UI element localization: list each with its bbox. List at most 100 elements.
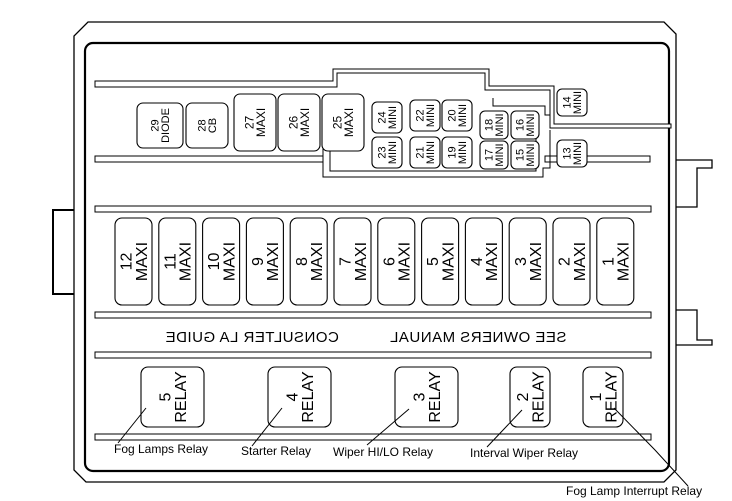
fuse-22-label: 22MINI — [415, 104, 437, 127]
fuse-19: 19MINI — [441, 136, 473, 169]
fuse-15-number: 15 — [515, 149, 527, 161]
relay-3-body — [394, 366, 459, 428]
callout-fog-lamps-relay: Fog Lamps Relay — [114, 442, 209, 456]
fuse-10-number: 10 — [206, 253, 223, 271]
relay-1-body — [582, 366, 624, 428]
fuse-2-type: MAXI — [572, 242, 589, 281]
fuse-19-type: MINI — [457, 141, 469, 164]
fuse-10-body — [202, 217, 241, 306]
fuse-14-label: 14MINI — [562, 91, 584, 114]
fuse-26-label: 26MAXI — [287, 108, 312, 137]
fuse-17: 17MINI — [479, 140, 509, 170]
fuse-23-body — [371, 136, 403, 169]
relay-3: 3RELAY — [394, 366, 459, 428]
relay-3-number: 3 — [412, 392, 429, 401]
fuse-2-body — [552, 217, 591, 306]
rail-upper-left — [94, 155, 324, 163]
fuse-10: 10MAXI — [202, 217, 241, 306]
fuse-28-body — [185, 102, 229, 149]
relay-5: 5RELAY — [140, 366, 205, 428]
fuse-15-body — [510, 140, 540, 170]
relay-5-number: 5 — [158, 392, 175, 401]
relay-2: 2RELAY — [509, 366, 551, 428]
mirrored-text-left: CONSULTER LA GUIDE — [165, 329, 339, 346]
fuse-4: 4MAXI — [464, 217, 503, 306]
relay-3-type: RELAY — [427, 371, 444, 423]
right-latch-tab-lower — [673, 309, 713, 346]
fuse-17-label: 17MINI — [484, 143, 506, 166]
fuse-16-label: 16MINI — [515, 113, 537, 136]
fuse-26: 26MAXI — [277, 93, 321, 152]
relay-4-body — [267, 366, 332, 428]
fuse-29: 29DIODE — [136, 102, 184, 149]
fuse-11-number: 11 — [162, 253, 179, 270]
fuse-14-type: MINI — [572, 91, 584, 114]
fuse-23-number: 23 — [377, 146, 389, 158]
fuse-24-type: MINI — [387, 106, 399, 129]
fuse-13: 13MINI — [556, 139, 588, 168]
fuse-29-number: 29 — [150, 119, 162, 131]
fuse-9: 9MAXI — [245, 217, 284, 306]
fuse-15-type: MINI — [525, 143, 537, 166]
fuse-11-body — [158, 217, 197, 306]
fuse-4-body — [464, 217, 503, 306]
fuse-20: 20MINI — [441, 99, 473, 132]
fuse-7-number: 7 — [338, 257, 355, 266]
fuse-17-number: 17 — [484, 149, 496, 161]
fuse-1-number: 1 — [600, 257, 617, 266]
fuse-25-type: MAXI — [342, 108, 356, 137]
callout-wiper-hilo-relay: Wiper HI/LO Relay — [333, 445, 434, 459]
fuse-1-body — [596, 217, 635, 306]
relay-4-type: RELAY — [300, 371, 317, 423]
fuse-28: 28CB — [185, 102, 229, 149]
fuse-14-number: 14 — [562, 96, 574, 108]
fuse-11-type: MAXI — [178, 242, 195, 281]
fuse-18-label: 18MINI — [484, 113, 506, 136]
fuse-5-number: 5 — [425, 257, 442, 266]
relay-3-label: 3RELAY — [412, 371, 444, 423]
fuse-17-body — [479, 140, 509, 170]
fuse-8-label: 8MAXI — [294, 242, 326, 281]
leader-line — [613, 407, 689, 487]
fuse-15-label: 15MINI — [515, 143, 537, 166]
fuse-24: 24MINI — [371, 101, 403, 134]
fuse-9-type: MAXI — [265, 242, 282, 281]
fuse-19-number: 19 — [447, 146, 459, 158]
fuse-7: 7MAXI — [333, 217, 372, 306]
fuse-20-type: MINI — [457, 104, 469, 127]
fuse-23-type: MINI — [387, 141, 399, 164]
relay-2-number: 2 — [515, 392, 532, 401]
fuse-8: 8MAXI — [289, 217, 328, 306]
fuse-26-number: 26 — [287, 116, 301, 130]
callout-starter-relay: Starter Relay — [241, 444, 312, 458]
fuse-11-label: 11MAXI — [162, 242, 194, 281]
fuse-14-body — [556, 88, 588, 117]
fuse-28-type: CB — [207, 118, 219, 133]
relay-1: 1RELAY — [582, 366, 624, 428]
fuse-24-number: 24 — [377, 111, 389, 123]
fuse-24-label: 24MINI — [377, 106, 399, 129]
fuse-10-type: MAXI — [221, 242, 238, 281]
fuse-27-label: 27MAXI — [243, 108, 268, 137]
fuse-18-body — [479, 110, 509, 140]
callout-interval-wiper-relay: Interval Wiper Relay — [470, 446, 579, 460]
rail-relay-top — [94, 351, 652, 359]
fuse-1-label: 1MAXI — [600, 242, 632, 281]
fuse-5: 5MAXI — [421, 217, 460, 306]
fuse-4-label: 4MAXI — [469, 242, 501, 281]
fuse-3-body — [508, 217, 547, 306]
rail-maxi-top — [94, 205, 652, 213]
fuse-24-body — [371, 101, 403, 134]
fuse-20-label: 20MINI — [447, 104, 469, 127]
fuse-29-body — [136, 102, 184, 149]
fuse-6: 6MAXI — [377, 217, 416, 306]
fuse-22-body — [409, 99, 441, 132]
fuse-15: 15MINI — [510, 140, 540, 170]
fuse-13-type: MINI — [572, 142, 584, 165]
fuse-9-label: 9MAXI — [250, 242, 282, 281]
relay-4-number: 4 — [285, 392, 302, 401]
fuse-28-label: 28CB — [197, 118, 219, 133]
fuse-18-number: 18 — [484, 119, 496, 131]
